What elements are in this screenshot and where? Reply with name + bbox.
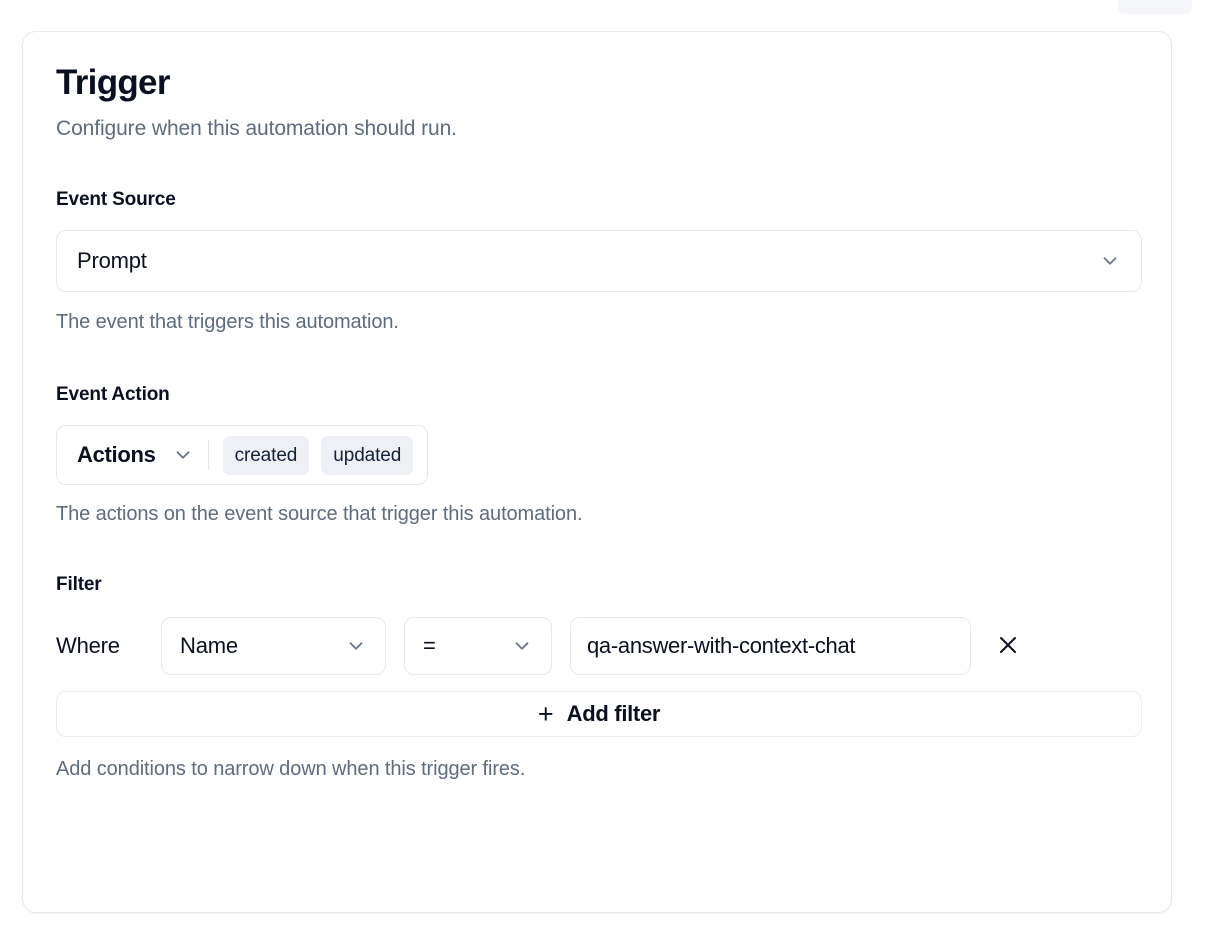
event-source-section: Event Source Prompt The event that trigg… <box>56 142 1142 335</box>
event-source-select[interactable]: Prompt <box>56 230 1142 292</box>
event-action-badge-created[interactable]: created <box>222 435 310 475</box>
actions-dropdown-label: Actions <box>77 442 156 467</box>
event-source-label: Event Source <box>56 189 176 210</box>
event-action-help: The actions on the event source that tri… <box>56 503 583 525</box>
event-action-control: Actions created updated <box>56 425 429 485</box>
event-action-label: Event Action <box>56 384 170 405</box>
filter-operator-select[interactable]: = <box>404 617 552 675</box>
trigger-card: Trigger Configure when this automation s… <box>22 31 1172 913</box>
filter-help: Add conditions to narrow down when this … <box>56 758 526 780</box>
event-action-section: Event Action Actions created updated The… <box>56 335 1138 527</box>
filter-field-select[interactable]: Name <box>161 617 386 675</box>
event-action-badge-updated[interactable]: updated <box>321 435 414 475</box>
event-source-value: Prompt <box>77 248 147 273</box>
filter-value-field[interactable] <box>570 617 971 675</box>
chevron-down-icon <box>511 635 533 657</box>
divider <box>207 440 209 470</box>
filter-field-value: Name <box>180 633 238 658</box>
page-title: Trigger <box>56 63 170 102</box>
filter-row: Where Name = <box>56 617 1138 675</box>
close-icon <box>996 633 1020 660</box>
chevron-down-icon <box>345 635 367 657</box>
plus-icon: + <box>537 698 554 729</box>
chevron-down-icon <box>172 444 194 466</box>
add-filter-label: Add filter <box>566 701 661 726</box>
scrolled-off-element <box>1118 0 1192 14</box>
actions-dropdown[interactable]: Actions <box>77 442 194 468</box>
filter-value-input[interactable] <box>587 633 954 659</box>
remove-filter-button[interactable] <box>991 629 1025 663</box>
filter-operator-value: = <box>423 633 436 658</box>
filter-label: Filter <box>56 574 102 595</box>
chevron-down-icon <box>1099 250 1121 272</box>
filter-section: Filter Where Name = <box>56 527 1142 782</box>
where-label: Where <box>56 633 120 658</box>
event-source-help: The event that triggers this automation. <box>56 311 399 333</box>
page-subtitle: Configure when this automation should ru… <box>56 117 457 140</box>
add-filter-button[interactable]: + Add filter <box>56 691 1142 737</box>
